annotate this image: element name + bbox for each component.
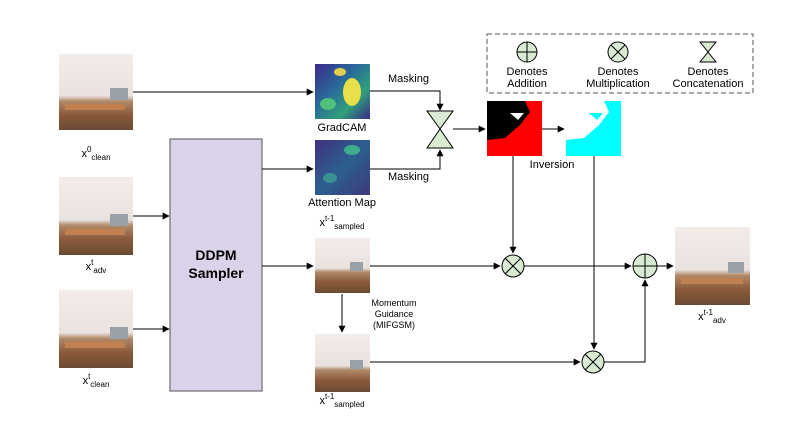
momentum-line1: Momentum [371, 298, 416, 308]
legend-concatenation-line1: Denotes [688, 66, 729, 78]
attention-heatmap [315, 140, 370, 195]
legend-addition-line1: Denotes [507, 66, 548, 78]
ddpm-sampler-box [169, 138, 263, 392]
gradcam-heatmap [315, 64, 370, 119]
label-xt-adv: xtadv [86, 258, 107, 275]
label-xt-clean: xtclean [83, 372, 110, 389]
inversion-label: Inversion [530, 159, 575, 171]
concatenation-icon [698, 41, 718, 63]
addition-node [632, 253, 658, 279]
image-x0-clean [59, 54, 133, 130]
image-xt1-adv [675, 227, 750, 305]
legend-multiplication: Denotes Multiplication [586, 41, 650, 90]
attention-label: Attention Map [308, 197, 376, 209]
multiplication-node-bottom [581, 350, 605, 374]
momentum-line2: Guidance [375, 309, 414, 319]
arrow-mult-bottom-to-add [604, 279, 649, 363]
legend-box [486, 33, 754, 94]
legend-addition-line2: Addition [507, 78, 547, 90]
gradcam-label: GradCAM [318, 122, 367, 134]
multiplication-node-top [501, 254, 525, 278]
image-xt1-sampled-top [315, 238, 370, 293]
legend-multiplication-line2: Multiplication [586, 78, 650, 90]
label-x0-clean: x0clean [81, 145, 110, 162]
image-xt-adv [59, 177, 133, 255]
masking-bottom-label: Masking [388, 171, 429, 183]
label-xt1-sampled-top: xt-1sampled [319, 214, 364, 231]
momentum-line3: (MIFGSM) [373, 320, 415, 330]
concatenation-node-icon [426, 110, 454, 149]
legend-concatenation: Denotes Concatenation [673, 41, 744, 90]
image-xt-clean [59, 290, 133, 368]
cyan-mask-image [566, 101, 621, 156]
legend-multiplication-line1: Denotes [598, 66, 639, 78]
image-xt1-sampled-bottom [315, 334, 370, 392]
masking-top-label: Masking [388, 73, 429, 85]
label-xt1-adv: xt-1adv [698, 308, 726, 325]
legend-concatenation-line2: Concatenation [673, 78, 744, 90]
arrow-attention-to-concat [370, 149, 444, 170]
label-xt1-sampled-bottom: xt-1sampled [319, 392, 364, 409]
legend-addition: Denotes Addition [507, 41, 548, 90]
red-mask-image [487, 101, 542, 156]
sampler-line2: Sampler [188, 265, 244, 281]
arrow-gradcam-to-concat [370, 90, 444, 111]
sampler-line1: DDPM [195, 247, 236, 263]
